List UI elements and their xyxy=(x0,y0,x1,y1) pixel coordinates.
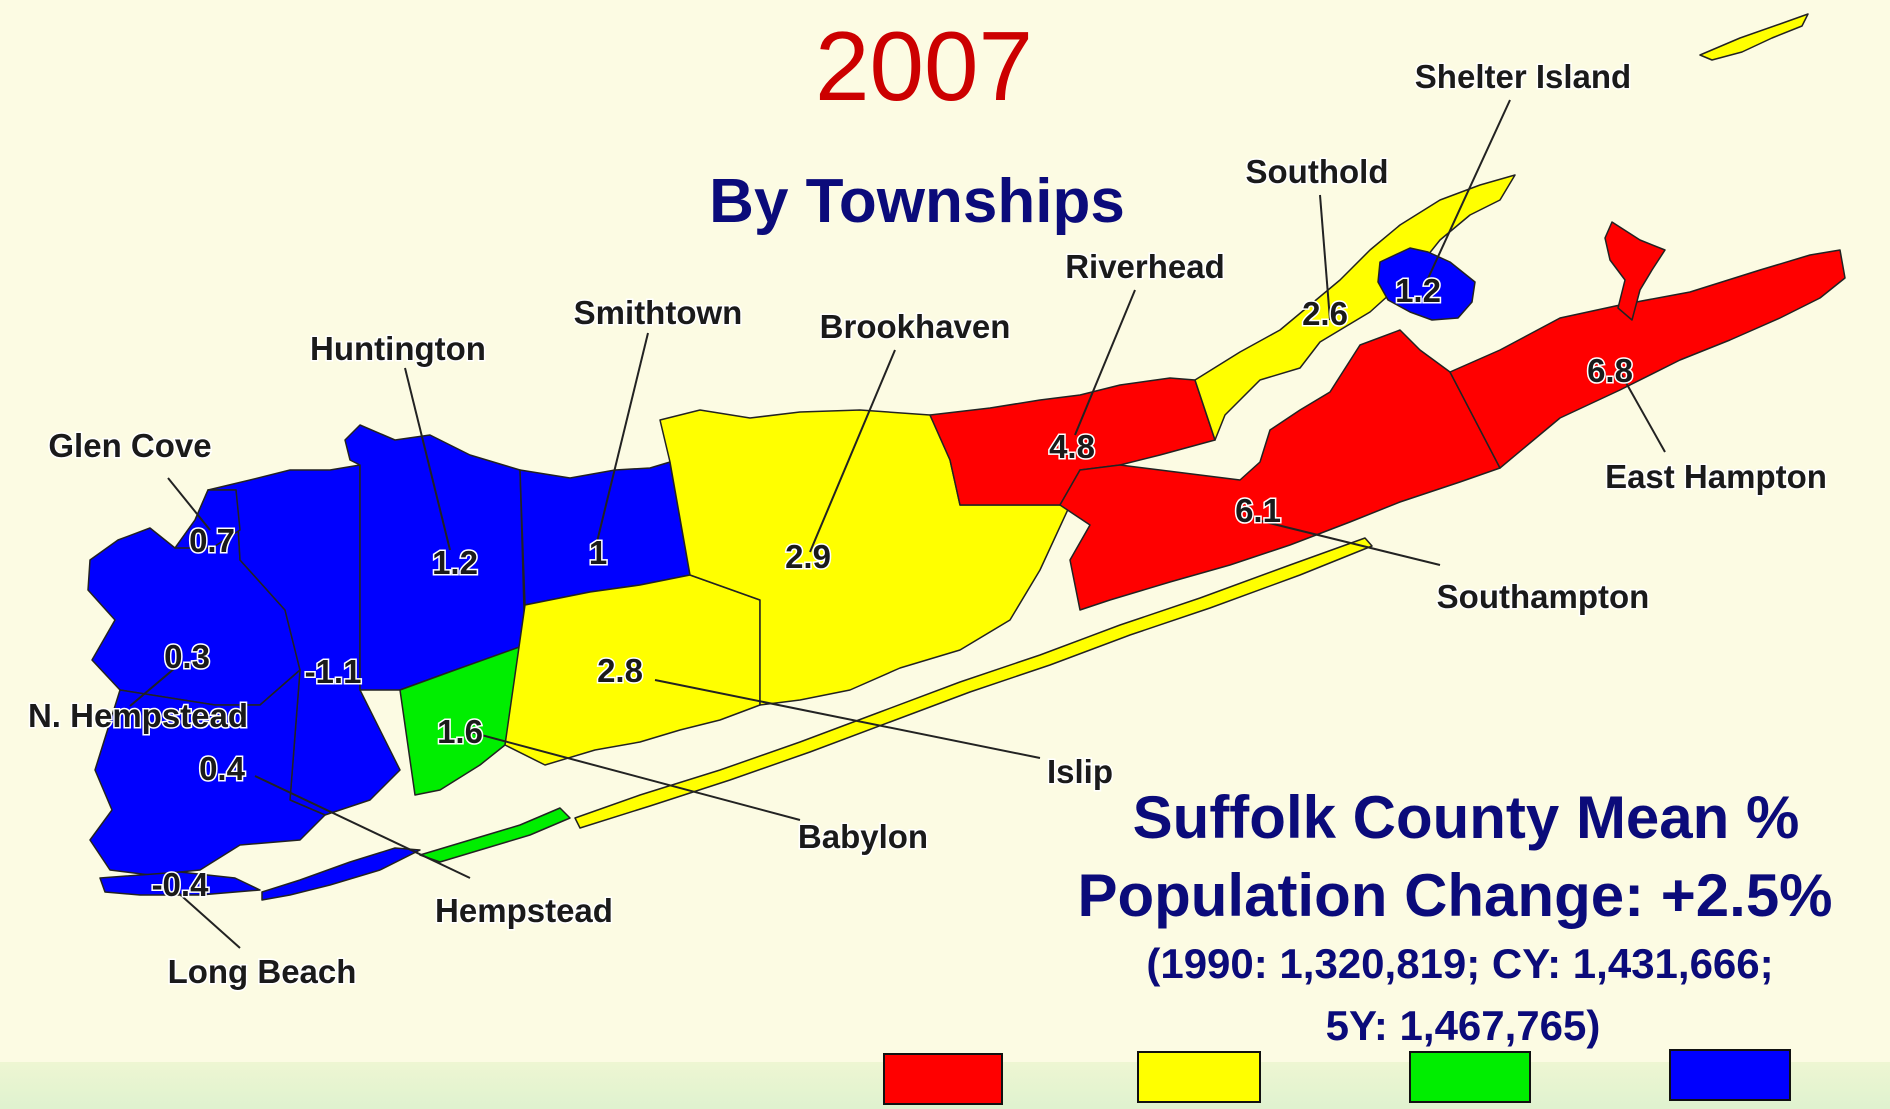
region-hempstead[interactable] xyxy=(89,669,326,876)
leader-riverhead xyxy=(1074,289,1136,436)
label-value-riverhead: 4.8 xyxy=(1049,428,1095,465)
leader-shelter-island xyxy=(1424,99,1511,286)
summary-line-4: 5Y: 1,467,765) xyxy=(1326,1002,1601,1049)
leader-hempstead xyxy=(254,775,471,879)
label-value-huntington: 1.2 xyxy=(432,544,478,581)
region-fishers-island[interactable] xyxy=(1699,13,1809,61)
region-gardiners-island[interactable] xyxy=(1604,221,1666,321)
leader-east-hampton xyxy=(1619,371,1666,453)
label-value-n-hempstead: 0.3 xyxy=(164,638,210,675)
label-name-southampton: Southampton xyxy=(1437,578,1650,615)
label-value-east-hampton: 6.8 xyxy=(1587,352,1633,389)
label-name-hempstead: Hempstead xyxy=(435,892,613,929)
summary-line-3: (1990: 1,320,819; CY: 1,431,666; xyxy=(1146,940,1773,987)
summary-line-1: Suffolk County Mean % xyxy=(1133,784,1800,851)
label-value-islip: 2.8 xyxy=(597,652,643,689)
region-glen-cove[interactable] xyxy=(174,489,241,549)
label-value-shelter-island: 1.2 xyxy=(1395,272,1441,309)
summary-line-2: Population Change: +2.5% xyxy=(1077,862,1832,929)
year-title: 2007 xyxy=(815,11,1033,121)
label-value-long-beach: -0.4 xyxy=(152,866,210,903)
subtitle: By Townships xyxy=(709,167,1125,236)
region-brookhaven[interactable] xyxy=(659,409,1071,706)
leader-huntington xyxy=(404,367,451,551)
label-name-shelter-island: Shelter Island xyxy=(1415,58,1631,95)
legend-swatch-blue xyxy=(1669,1049,1791,1101)
label-value-brookhaven: 2.9 xyxy=(785,538,831,575)
leader-southold xyxy=(1319,194,1331,321)
label-value-glen-cove: 0.7 xyxy=(189,522,235,559)
legend-swatch-red xyxy=(883,1053,1003,1105)
leader-southampton xyxy=(1256,519,1441,566)
label-name-islip: Islip xyxy=(1047,753,1113,790)
region-southold[interactable] xyxy=(1194,174,1516,441)
label-value-oyster-bay: -1.1 xyxy=(305,653,362,690)
leader-islip xyxy=(654,679,1041,759)
label-name-east-hampton: East Hampton xyxy=(1605,458,1827,495)
label-name-babylon: Babylon xyxy=(798,818,928,855)
label-name-n-hempstead: N. Hempstead xyxy=(28,697,248,734)
label-value-southampton: 6.1 xyxy=(1235,492,1281,529)
region-east-hampton[interactable] xyxy=(1449,249,1846,469)
region-long-beach[interactable] xyxy=(99,871,261,896)
label-name-brookhaven: Brookhaven xyxy=(820,308,1011,345)
region-islip[interactable] xyxy=(504,574,761,766)
region-babylon[interactable] xyxy=(399,644,526,796)
leader-babylon xyxy=(469,731,801,821)
leader-n-hempstead xyxy=(129,667,176,707)
region-nassau-barrier[interactable] xyxy=(261,847,421,901)
leader-glen-cove xyxy=(167,477,211,531)
region-southampton[interactable] xyxy=(1059,329,1501,611)
leader-long-beach xyxy=(174,889,241,949)
region-babylon-barrier[interactable] xyxy=(419,807,571,863)
leader-brookhaven xyxy=(809,349,896,553)
label-name-smithtown: Smithtown xyxy=(574,294,743,331)
label-name-southold: Southold xyxy=(1246,153,1389,190)
label-value-babylon: 1.6 xyxy=(437,713,483,750)
legend-swatch-green xyxy=(1409,1051,1531,1103)
label-name-riverhead: Riverhead xyxy=(1065,248,1225,285)
label-name-huntington: Huntington xyxy=(310,330,486,367)
legend-swatch-yellow xyxy=(1137,1051,1261,1103)
label-name-long-beach: Long Beach xyxy=(168,953,357,990)
label-value-hempstead: 0.4 xyxy=(199,750,246,787)
label-value-smithtown: 1 xyxy=(589,534,607,571)
label-name-glen-cove: Glen Cove xyxy=(48,427,211,464)
region-south-barrier[interactable] xyxy=(574,537,1373,829)
leader-smithtown xyxy=(594,332,649,551)
label-value-southold: 2.6 xyxy=(1302,295,1348,332)
region-oyster-bay[interactable] xyxy=(207,464,401,816)
